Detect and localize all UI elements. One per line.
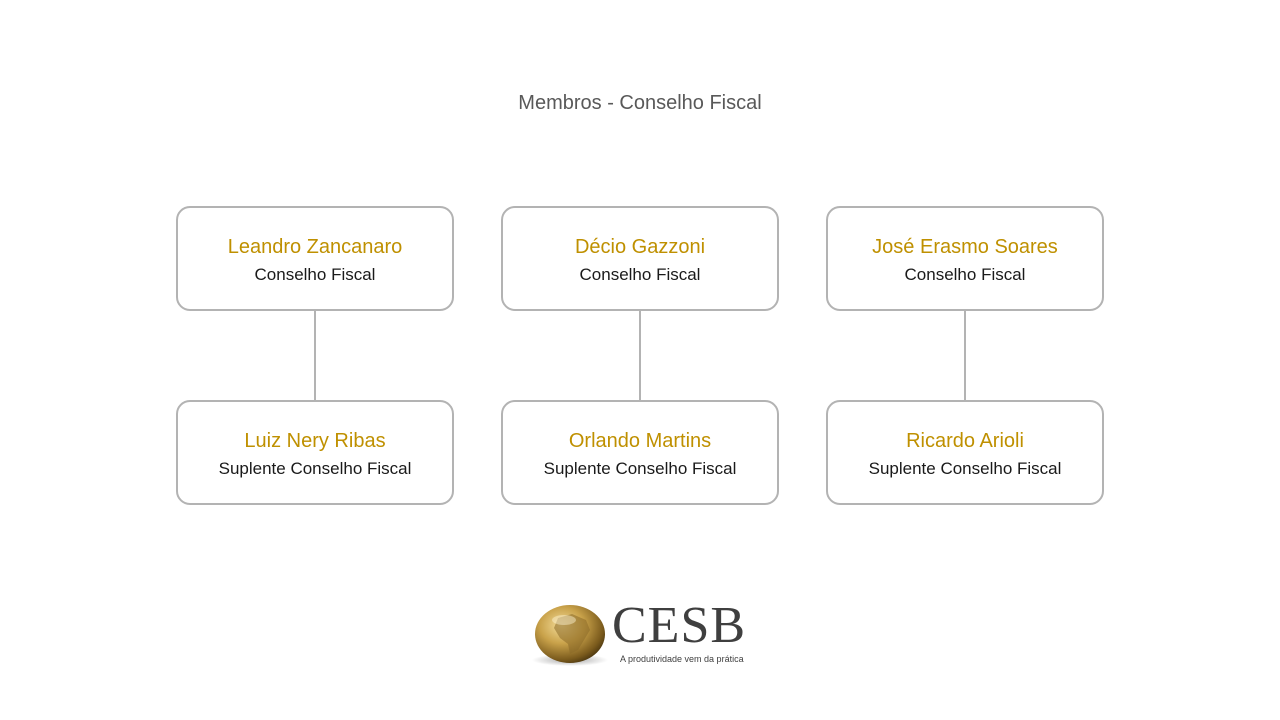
alternate-name: Ricardo Arioli	[906, 430, 1024, 452]
connector-line-2	[639, 311, 641, 400]
alternate-card-3: Ricardo Arioli Suplente Conselho Fiscal	[826, 400, 1104, 505]
alternate-card-2: Orlando Martins Suplente Conselho Fiscal	[501, 400, 779, 505]
alternate-name: Luiz Nery Ribas	[244, 430, 386, 452]
logo-tagline: A produtividade vem da prática	[620, 654, 744, 664]
page-title: Membros - Conselho Fiscal	[518, 92, 762, 114]
member-role: Conselho Fiscal	[579, 265, 701, 284]
cesb-logo: CESB A produtividade vem da prática	[528, 598, 758, 670]
member-name: José Erasmo Soares	[872, 236, 1058, 258]
alternate-card-1: Luiz Nery Ribas Suplente Conselho Fiscal	[176, 400, 454, 505]
alternate-role: Suplente Conselho Fiscal	[868, 459, 1062, 478]
logo-brand: CESB	[612, 597, 747, 654]
member-card-1: Leandro Zancanaro Conselho Fiscal	[176, 206, 454, 311]
member-card-3: José Erasmo Soares Conselho Fiscal	[826, 206, 1104, 311]
member-name: Leandro Zancanaro	[227, 236, 403, 258]
connector-line-1	[314, 311, 316, 400]
alternate-role: Suplente Conselho Fiscal	[543, 459, 737, 478]
member-role: Conselho Fiscal	[904, 265, 1026, 284]
member-card-2: Décio Gazzoni Conselho Fiscal	[501, 206, 779, 311]
alternate-name: Orlando Martins	[568, 430, 712, 452]
member-name: Décio Gazzoni	[574, 236, 706, 258]
golden-globe-brazil-map-icon	[532, 605, 608, 666]
connector-line-3	[964, 311, 966, 400]
alternate-role: Suplente Conselho Fiscal	[218, 459, 412, 478]
member-role: Conselho Fiscal	[254, 265, 376, 284]
